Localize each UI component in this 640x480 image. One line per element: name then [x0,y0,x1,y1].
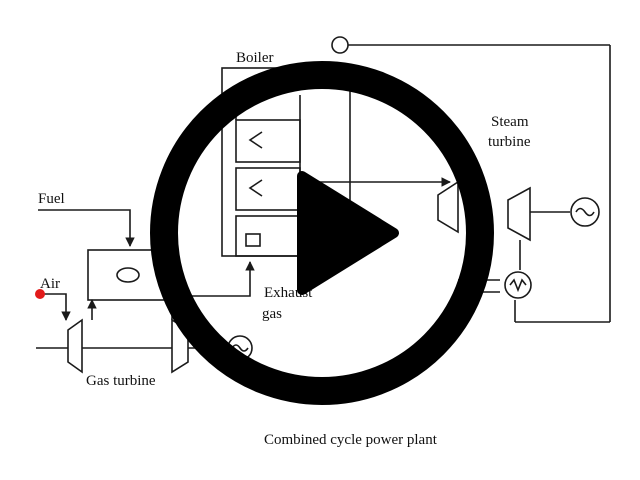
gas-compressor [67,318,83,374]
air-line [40,293,71,321]
play-button[interactable] [150,61,494,405]
steam-label-line1: Steam [491,114,529,130]
air-label: Air [40,276,60,292]
feed-pump [331,36,349,54]
condenser-coil [509,278,527,293]
steam-label-line2: turbine [488,134,531,150]
fuel-label: Fuel [38,191,65,207]
play-button-ring[interactable] [150,61,494,405]
heat-exchanger-coil-1 [248,131,263,149]
cursor-marker [35,289,45,299]
heat-exchanger-coil-2 [248,179,263,197]
steam-generator [570,197,600,227]
ac-symbol-gas [231,344,249,352]
boiler-compartment-1 [235,119,301,163]
economizer-block [245,233,261,247]
exhaust-label-line2: gas [262,306,282,322]
steam-turbine-hp [437,180,459,234]
steam-turbine-lp [507,186,531,242]
boiler-label: Boiler [236,50,274,66]
play-icon[interactable] [297,171,399,295]
condenser [504,271,532,299]
diagram-caption: Combined cycle power plant [264,432,438,448]
ac-symbol-steam [575,207,595,217]
exhaust-gas-line [186,261,255,297]
gas-turbine-label: Gas turbine [86,373,156,389]
fuel-line [38,209,135,247]
boiler-compartment-2 [235,167,301,211]
burner [116,267,140,283]
